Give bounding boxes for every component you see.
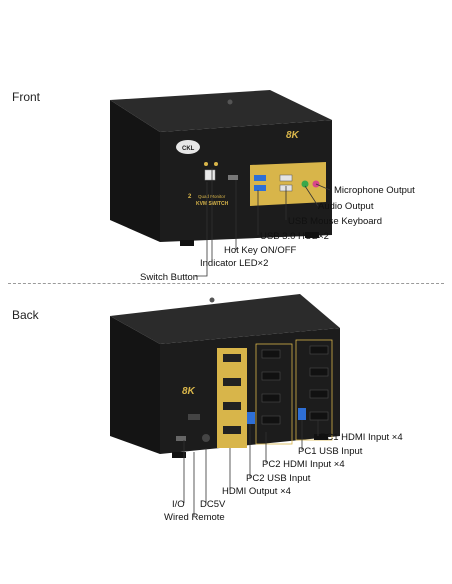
pc2-usb-input-port[interactable]: [247, 412, 255, 424]
screw-icon: [209, 297, 215, 303]
device-foot: [180, 240, 194, 246]
front-port-panel: [250, 162, 326, 206]
callout-indicator-led: Indicator LED×2: [200, 258, 269, 269]
wired-remote-port[interactable]: [176, 436, 186, 441]
hdmi-output-port-1[interactable]: [223, 354, 241, 362]
hotkey-switch[interactable]: [228, 175, 238, 180]
device-foot: [305, 232, 319, 238]
callout-audio-output: Audio Output: [318, 201, 374, 212]
back-device-top: [110, 294, 340, 344]
callout-microphone-output: Microphone Output: [334, 185, 415, 196]
callout-pc1-hdmi-input: PC1 HDMI Input ×4: [320, 432, 403, 443]
pc2-panel-outline: [255, 343, 293, 445]
front-section-label: Front: [12, 90, 41, 104]
resolution-badge: 8K: [286, 130, 300, 141]
front-device-right-face: [160, 120, 332, 242]
usb-hub-port-2[interactable]: [254, 185, 266, 191]
device-foot: [172, 452, 186, 458]
back-device-image: 8K: [110, 294, 340, 458]
callout-hdmi-output: HDMI Output ×4: [222, 486, 291, 497]
callout-usb-mouse-keyboard: USB Mouse Keyboard: [288, 216, 382, 227]
callout-pc2-usb-input: PC2 USB Input: [246, 473, 311, 484]
callout-usb-hub: USB 3.0 HUB×2: [260, 231, 329, 242]
switch-button[interactable]: [204, 169, 216, 181]
hdmi-output-port-3[interactable]: [223, 402, 241, 410]
front-device-top: [110, 90, 332, 132]
model-number: 2: [188, 194, 192, 200]
device-foot: [314, 434, 328, 440]
indicator-led-2: [214, 162, 218, 166]
pc2-hdmi-input-port-4[interactable]: [261, 415, 281, 425]
pc1-hdmi-input-port-4[interactable]: [309, 411, 329, 421]
back-section-label: Back: [12, 308, 39, 322]
front-callout-lines: [195, 168, 331, 277]
usb-keyboard-port[interactable]: [279, 174, 293, 182]
callout-io: I/O: [172, 499, 185, 510]
callout-dc5v: DC5V: [200, 499, 226, 510]
screw-icon: [227, 99, 233, 105]
back-device-left-face: [110, 316, 160, 454]
dc5v-port[interactable]: [202, 434, 210, 442]
hdmi-output-port-2[interactable]: [223, 378, 241, 386]
section-divider: [8, 283, 444, 284]
pc1-hdmi-input-port-2[interactable]: [309, 367, 329, 377]
pc2-hdmi-input-port-3[interactable]: [261, 393, 281, 403]
pc2-hdmi-input-port-1[interactable]: [261, 349, 281, 359]
pc1-hdmi-input-port-3[interactable]: [309, 389, 329, 399]
callout-line-switch: [195, 182, 208, 277]
pc1-hdmi-input-port-1[interactable]: [309, 345, 329, 355]
callout-wired-remote: Wired Remote: [164, 512, 225, 523]
usb-hub-port-1[interactable]: [254, 175, 266, 181]
io-switch[interactable]: [188, 414, 200, 420]
indicator-led-1: [204, 162, 208, 166]
audio-output-jack[interactable]: [301, 180, 309, 188]
front-device-left-face: [110, 100, 160, 242]
hdmi-output-port-4[interactable]: [223, 426, 241, 434]
pc2-hdmi-input-port-2[interactable]: [261, 371, 281, 381]
brand-logo-text: CKL: [182, 146, 195, 152]
front-device-image: CKL 8K 2 Quad Monitor KVM SWITCH: [110, 90, 332, 246]
pc1-usb-input-port[interactable]: [298, 408, 306, 420]
back-device-back-face: [160, 328, 340, 454]
callout-line-mic: [315, 183, 331, 191]
brand-logo: [176, 140, 200, 154]
callout-pc2-hdmi-input: PC2 HDMI Input ×4: [262, 459, 345, 470]
callout-switch-button: Switch Button: [140, 272, 199, 283]
callout-hot-key: Hot Key ON/OFF: [224, 245, 297, 256]
callout-pc1-usb-input: PC1 USB Input: [298, 446, 363, 457]
resolution-badge-back: 8K: [182, 386, 196, 397]
callout-line-audio: [304, 185, 319, 207]
